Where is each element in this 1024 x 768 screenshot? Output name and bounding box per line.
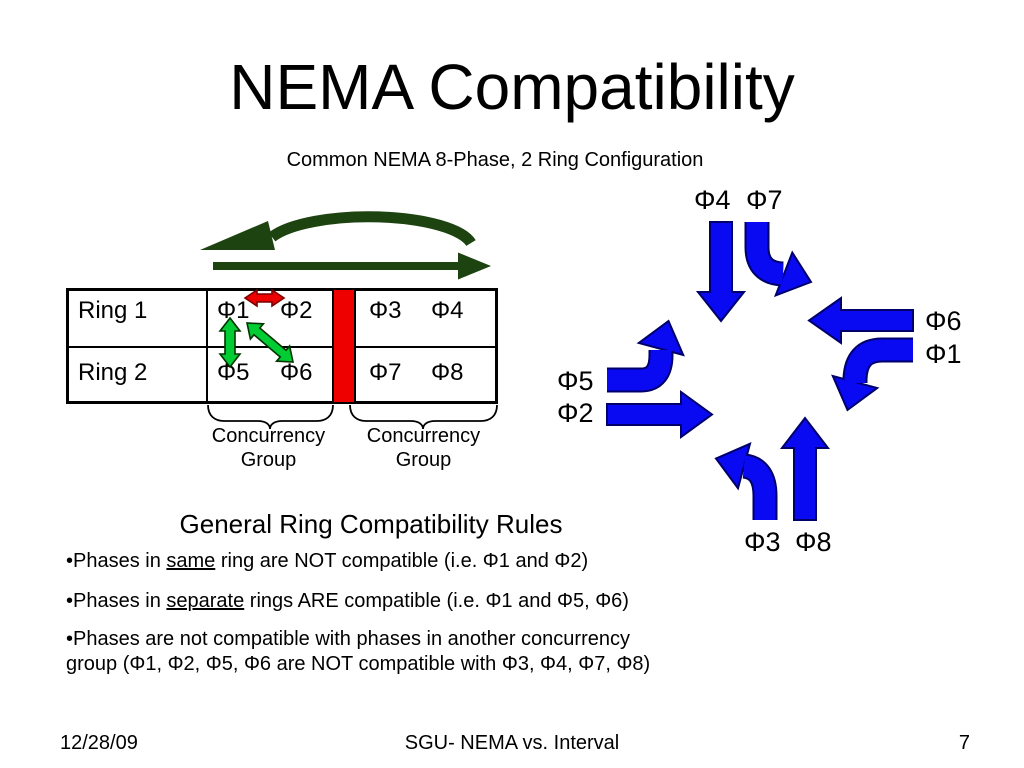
diagram-label-phase5: Φ5 [557,366,594,396]
footer-page-number: 7 [958,732,970,754]
concurrency-group-label-right: Concurrency Group [343,424,504,472]
ring2-label: Ring 2 [78,359,148,386]
phase5-outline [607,350,674,393]
concurrency-line2: Group [395,449,452,471]
phase1-shaft [844,339,913,383]
phase5-shaft [607,350,672,391]
table-phase-6: Φ6 [280,359,313,386]
table-phase-1: Φ1 [217,297,250,324]
concurrency-line2: Group [240,449,297,471]
phase3-outline [741,453,778,520]
phase7-turn-arrow-icon [744,222,813,298]
bullet1-post: ring are NOT compatible (i.e. Φ1 and Φ2) [215,550,589,572]
table-phase-4: Φ4 [431,297,464,324]
barrier-bar [332,290,356,402]
phase3-shaft [742,455,776,520]
phase7-outline [744,222,785,287]
phase1-head [831,374,880,412]
concurrency-line1: Concurrency [211,425,326,447]
phase2-right-arrow-icon [606,390,714,439]
bullet3-line1: •Phases are not compatible with phases i… [66,628,630,650]
page-subtitle: Common NEMA 8-Phase, 2 Ring Configuratio… [286,149,704,171]
footer-date: 12/28/09 [60,732,138,754]
table-phase-3: Φ3 [369,297,402,324]
sequence-right-arrow-icon [213,252,491,280]
diagram-label-phase7: Φ7 [746,185,783,215]
footer-title: SGU- NEMA vs. Interval [404,732,620,754]
diagram-label-phase6: Φ6 [925,306,962,336]
rule-bullet-2: •Phases in separate rings ARE compatible… [66,589,686,614]
diagram-label-phase4: Φ4 [694,185,731,215]
phase5-turn-arrow-icon [607,319,685,393]
ring-cycle-arrows [200,211,491,280]
bullet1-underlined-word: same [166,550,216,572]
phase3-head [714,442,752,491]
phase-diagram-arrows [606,221,914,521]
phase7-shaft [746,222,785,285]
bullet2-pre: •Phases in [66,590,167,612]
bullet2-post: rings ARE compatible (i.e. Φ1 and Φ5, Φ6… [244,590,629,612]
ring-table-column-divider [206,288,208,404]
diagram-label-phase8: Φ8 [795,527,832,557]
bullet1-pre: •Phases in [66,550,167,572]
table-phase-7: Φ7 [369,359,402,386]
diagram-label-phase3: Φ3 [744,527,781,557]
phase5-head [636,319,685,357]
concurrency-line1: Concurrency [366,425,481,447]
rules-heading: General Ring Compatibility Rules [179,509,563,539]
phase1-turn-arrow-icon [831,337,913,412]
ring1-label: Ring 1 [78,297,148,324]
diagram-label-phase1: Φ1 [925,339,962,369]
table-phase-8: Φ8 [431,359,464,386]
concurrency-group-label-left: Concurrency Group [188,424,349,472]
rule-bullet-3: •Phases are not compatible with phases i… [66,627,686,677]
table-phase-5: Φ5 [217,359,250,386]
phase1-outline [842,337,913,383]
phase3-turn-arrow-icon [714,442,778,520]
cycle-curved-arrow-arc [268,211,476,247]
phase6-left-arrow-icon [807,296,914,345]
page-title: NEMA Compatibility [229,51,795,123]
cycle-curved-arrow-head-icon [200,221,275,250]
phase7-head [773,250,813,298]
bullet3-line2: group (Φ1, Φ2, Φ5, Φ6 are NOT compatible… [66,653,651,675]
diagram-label-phase2: Φ2 [557,398,594,428]
rule-bullet-1: •Phases in same ring are NOT compatible … [66,549,686,574]
phase8-up-arrow-icon [779,416,831,521]
table-phase-2: Φ2 [280,297,313,324]
phase4-down-arrow-icon [695,221,747,323]
ring-table-row-divider [66,346,498,348]
bullet2-underlined-word: separate [166,590,245,612]
